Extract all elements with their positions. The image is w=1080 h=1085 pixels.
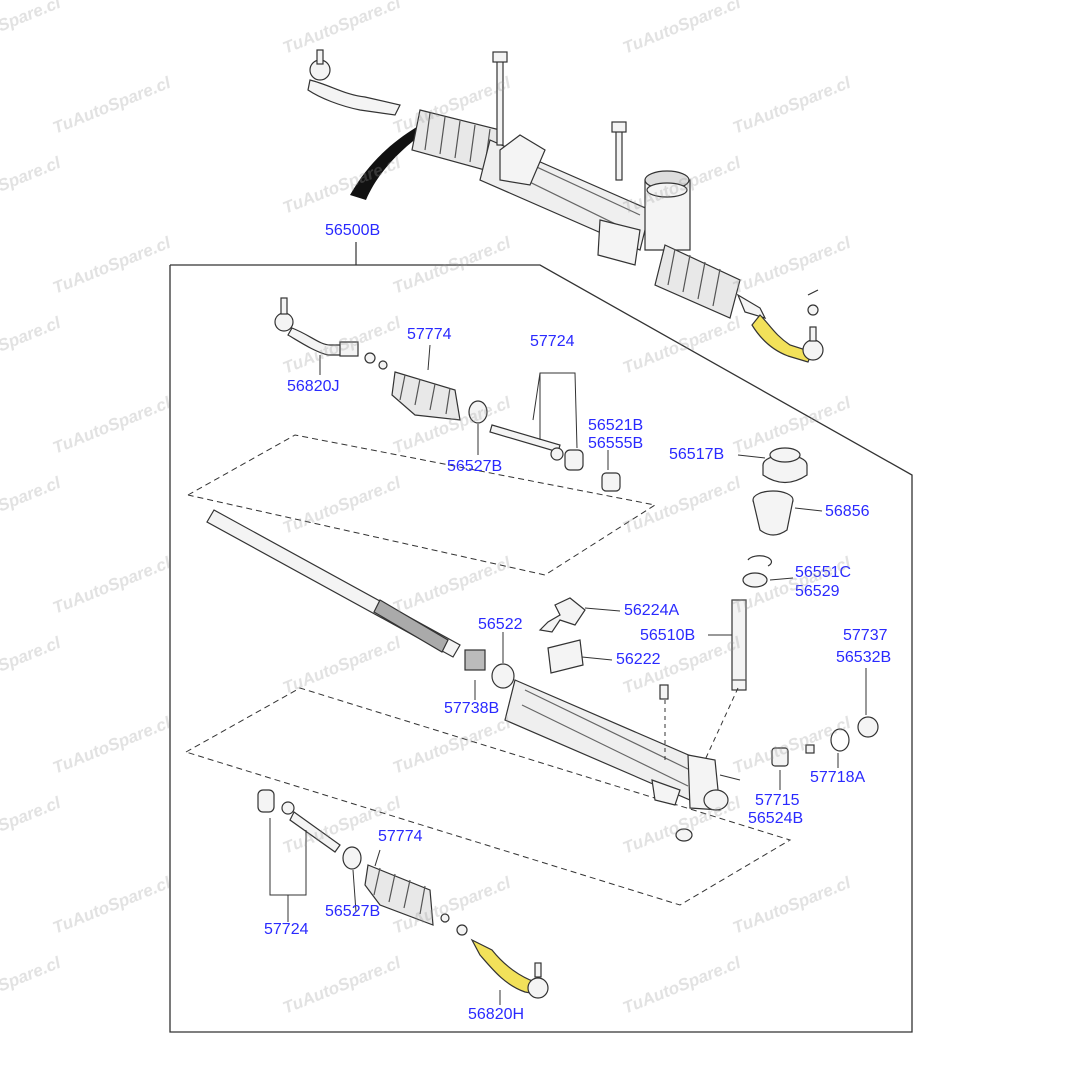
part-label-57718A[interactable]: 57718A bbox=[810, 769, 866, 786]
part-label-56820H[interactable]: 56820H bbox=[468, 1006, 525, 1023]
part-label-56529[interactable]: 56529 bbox=[795, 583, 840, 600]
part-label-56527B-upper[interactable]: 56527B bbox=[447, 458, 503, 475]
assembly-arrow bbox=[350, 125, 425, 200]
part-label-57715[interactable]: 57715 bbox=[755, 792, 800, 809]
leader-lines bbox=[269, 344, 867, 1005]
part-label-56521B[interactable]: 56521B bbox=[588, 417, 644, 434]
part-label-56820J[interactable]: 56820J bbox=[287, 378, 340, 395]
part-label-56500B[interactable]: 56500B bbox=[325, 222, 381, 239]
part-label-57724-lower[interactable]: 57724 bbox=[264, 921, 309, 938]
dashed-subassembly-boxes bbox=[185, 434, 792, 906]
part-label-56517B[interactable]: 56517B bbox=[669, 446, 725, 463]
part-label-57774-upper[interactable]: 57774 bbox=[407, 326, 452, 343]
part-label-56551C[interactable]: 56551C bbox=[795, 564, 852, 581]
part-label-57737[interactable]: 57737 bbox=[843, 627, 888, 644]
part-label-56856[interactable]: 56856 bbox=[825, 503, 870, 520]
exploded-parts bbox=[206, 297, 879, 999]
part-label-56522[interactable]: 56522 bbox=[478, 616, 523, 633]
part-label-56527B-lower[interactable]: 56527B bbox=[325, 903, 381, 920]
part-label-57724-upper[interactable]: 57724 bbox=[530, 333, 575, 350]
part-label-57738B[interactable]: 57738B bbox=[444, 700, 500, 717]
part-label-56524B[interactable]: 56524B bbox=[748, 810, 804, 827]
pinion-axis bbox=[704, 687, 739, 761]
part-label-56222[interactable]: 56222 bbox=[616, 651, 661, 668]
assembled-rack-drawing bbox=[307, 49, 824, 363]
part-label-56555B[interactable]: 56555B bbox=[588, 435, 644, 452]
part-label-56510B[interactable]: 56510B bbox=[640, 627, 696, 644]
part-label-57774-lower[interactable]: 57774 bbox=[378, 828, 423, 845]
part-label-56224A[interactable]: 56224A bbox=[624, 602, 680, 619]
part-label-56532B[interactable]: 56532B bbox=[836, 649, 892, 666]
assembly-boundary bbox=[169, 264, 913, 1033]
